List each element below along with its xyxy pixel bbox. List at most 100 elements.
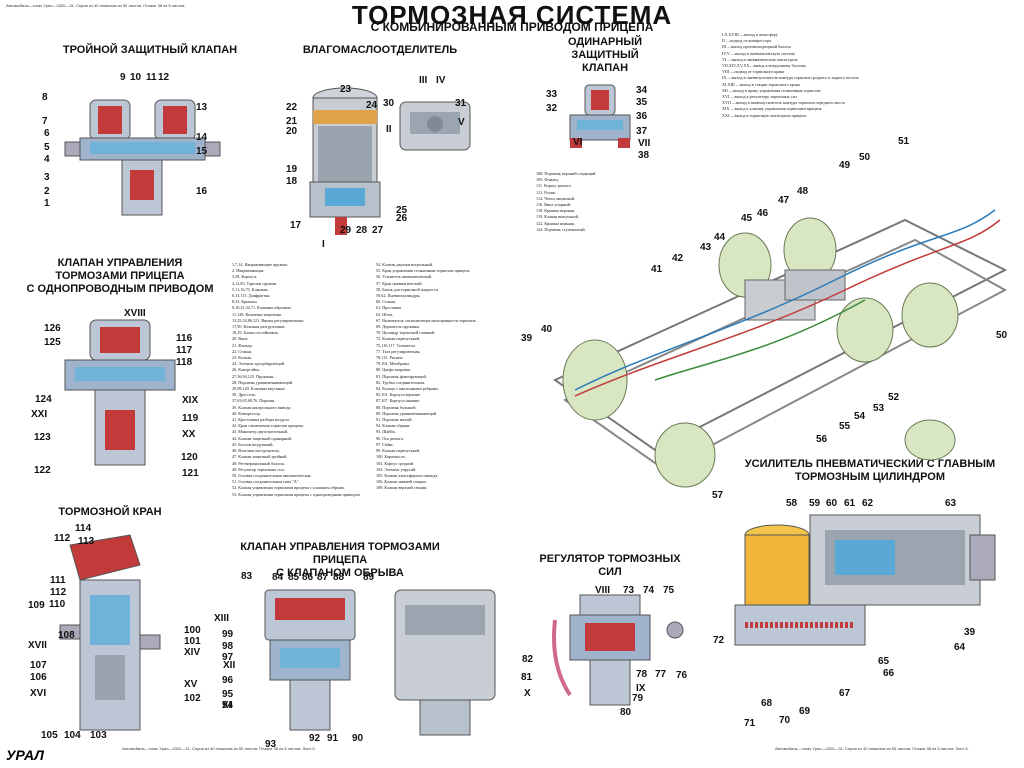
callout-booster-0: 58 [786, 498, 798, 509]
legend-line: 106. Клапан нижней секции. [376, 479, 427, 485]
triple-valve-drawing [64, 99, 221, 216]
single-valve-drawing [569, 84, 631, 148]
callout-chassis-5: 46 [757, 208, 769, 219]
callout-booster-8: 65 [878, 656, 890, 667]
roman-legend: I,X,XVIII —выход в атмосферу II —подвод … [722, 32, 862, 119]
legend-line: 122. Крышка нижняя. [536, 220, 575, 226]
legend-line: 82. Трубка соединительная. [376, 379, 426, 385]
legend-line: 17,90. Клапаны разгрузочные. [232, 324, 286, 330]
callout-booster-11: 68 [761, 698, 773, 709]
callout-trailer-break-17: 92 [309, 733, 321, 744]
legend-line: 114. Чехол защитный. [536, 195, 576, 201]
callout-triple-valve-1: 10 [130, 72, 142, 83]
callout-chassis-16: 55 [839, 421, 851, 432]
callout-trailer-break-16: 93 [265, 739, 277, 750]
callout-trailer-break-18: 91 [327, 733, 339, 744]
title-moisture-separator: ВЛАГОМАСЛООТДЕЛИТЕЛЬ [302, 44, 458, 56]
callout-brake-valve-16: 101 [184, 636, 201, 647]
legend-line: 54. Клапан двухмагистральный. [376, 262, 434, 267]
legend-line: XVI —выход к регулятору тормозных сил [722, 94, 797, 100]
title-line: ОДИНАРНЫЙ ЗАЩИТНЫЙ [568, 36, 642, 61]
callout-booster-15: 39 [964, 627, 976, 638]
callout-booster-13: 70 [779, 715, 791, 726]
callout-regulator-6: X [524, 688, 531, 699]
title-line: ТОРМОЗАМИ ПРИЦЕПА [55, 270, 185, 282]
legend-line: 58. Бачок для тормозной жидкости. [376, 286, 440, 292]
callout-triple-valve-9: 5 [44, 142, 50, 153]
legend-line: 100. Коромысло. [376, 454, 406, 460]
legend-line: III —выход противоподпорной баллон [722, 44, 791, 50]
legend-line: 5,11,16,73. Клапаны. [232, 286, 269, 292]
callout-chassis-0: 51 [898, 136, 910, 147]
callout-brake-valve-1: 112 [54, 533, 71, 544]
callout-booster-9: 66 [883, 668, 895, 679]
callout-brake-valve-0: 114 [75, 523, 92, 534]
callout-triple-valve-5: 13 [196, 102, 208, 113]
callout-trailer-break-13: 95 [222, 689, 234, 700]
legend-line: 61. Проставка. [376, 305, 403, 311]
callout-trailer-break-8: 99 [222, 629, 234, 640]
callout-triple-valve-4: 8 [42, 92, 48, 103]
legend-line: 30. Дроссель. [232, 392, 257, 398]
legend-line: 2. Направляющая. [232, 268, 265, 274]
title-force-regulator: РЕГУЛЯТОР ТОРМОЗНЫХ СИЛ [539, 553, 681, 578]
legend-line: 43. Манометр двухстрелочный. [232, 429, 288, 435]
callout-chassis-13: 52 [888, 392, 900, 403]
legend-line: 50. Головка соединительная автоматическа… [232, 472, 312, 478]
callout-trailer-break-11: XII [223, 660, 236, 671]
legend-line: 64. Шток. [376, 311, 394, 317]
callout-triple-valve-12: 3 [44, 172, 50, 183]
callout-separator-4: 20 [286, 126, 298, 137]
legend-line: 51. Головка соединительная типа "А". [232, 479, 300, 485]
callout-brake-valve-12: 105 [41, 730, 58, 741]
legend-line: VII,XIV,XV,XX—выход в воздушному баллону [722, 63, 807, 69]
callout-triple-valve-13: 2 [44, 186, 50, 197]
callout-separator-18: V [458, 117, 465, 128]
callout-brake-valve-8: XVII [28, 640, 47, 651]
legend-line: 52. Клапан управления тормозами прицепа … [232, 485, 345, 491]
callout-chassis-17: 56 [816, 434, 828, 445]
callout-booster-12: 69 [799, 706, 811, 717]
legend-line: 18,19. Блоки отстойников. [232, 330, 279, 336]
callout-triple-valve-6: 7 [42, 116, 48, 127]
callout-separator-9: 26 [396, 213, 408, 224]
legend-line: 88. Поршень большой. [376, 404, 417, 410]
callout-booster-14: 71 [744, 718, 756, 729]
callout-separator-15: 30 [383, 98, 395, 109]
callout-single-valve-1: 32 [546, 103, 558, 114]
callout-booster-7: 64 [954, 642, 966, 653]
callout-triple-valve-8: 14 [196, 132, 208, 143]
callout-separator-8: 25 [396, 205, 408, 216]
legend-line: 39. Клапан контрольного вывода. [232, 404, 292, 410]
title-line: С ОДНОПРОВОДНЫМ ПРИВОДОМ [26, 283, 214, 295]
callout-trailer-break-14: XI [222, 700, 232, 711]
title-line: С КЛАПАНОМ ОБРЫВА [276, 567, 404, 579]
legend-line: 45. Баллон воздушный. [232, 441, 274, 447]
callout-single-valve-5: 37 [636, 126, 648, 137]
legend-line: 55. Кран управления стояночным тормозом … [376, 268, 471, 274]
legend-line: 116. Винт упорный. [536, 202, 572, 208]
callout-trailer-break-4: 87 [317, 572, 329, 583]
callout-brake-valve-18: XV [184, 679, 198, 690]
legend-line: 56. Усилитель пневматический. [376, 274, 433, 280]
legend-line: 1,7,14. Направляющие пружин. [232, 262, 288, 267]
callout-chassis-19: 50 [996, 330, 1008, 341]
callout-regulator-5: 81 [521, 672, 533, 683]
callout-regulator-8: 79 [632, 693, 644, 704]
callout-regulator-0: VIII [595, 585, 611, 596]
legend-line: 81. Поршень фиксирующий. [376, 373, 427, 379]
callout-brake-valve-13: 104 [64, 730, 81, 741]
callout-brake-valve-6: 109 [28, 600, 45, 611]
legend-line: 42. Кран отключения тормозов прицепа. [232, 423, 304, 429]
legend-line: 109. Фланец. [536, 177, 559, 183]
callout-separator-7: 17 [290, 220, 302, 231]
callout-separator-17: II [386, 124, 392, 135]
callout-brake-valve-15: 100 [184, 625, 201, 636]
callout-trailer-single-14: 121 [182, 468, 199, 479]
callout-separator-10: 27 [372, 225, 384, 236]
legend-line: XII —выход в крану управления стояночным… [722, 87, 821, 93]
legend-line: XI,XIII —выход в секции тормозного крана [722, 81, 800, 87]
legend-line: 44. Клапан защитный одинарный. [232, 435, 293, 441]
callout-trailer-single-3: 116 [176, 333, 193, 344]
legend-line: IV,V —выход в пневматическую систему [722, 50, 796, 56]
